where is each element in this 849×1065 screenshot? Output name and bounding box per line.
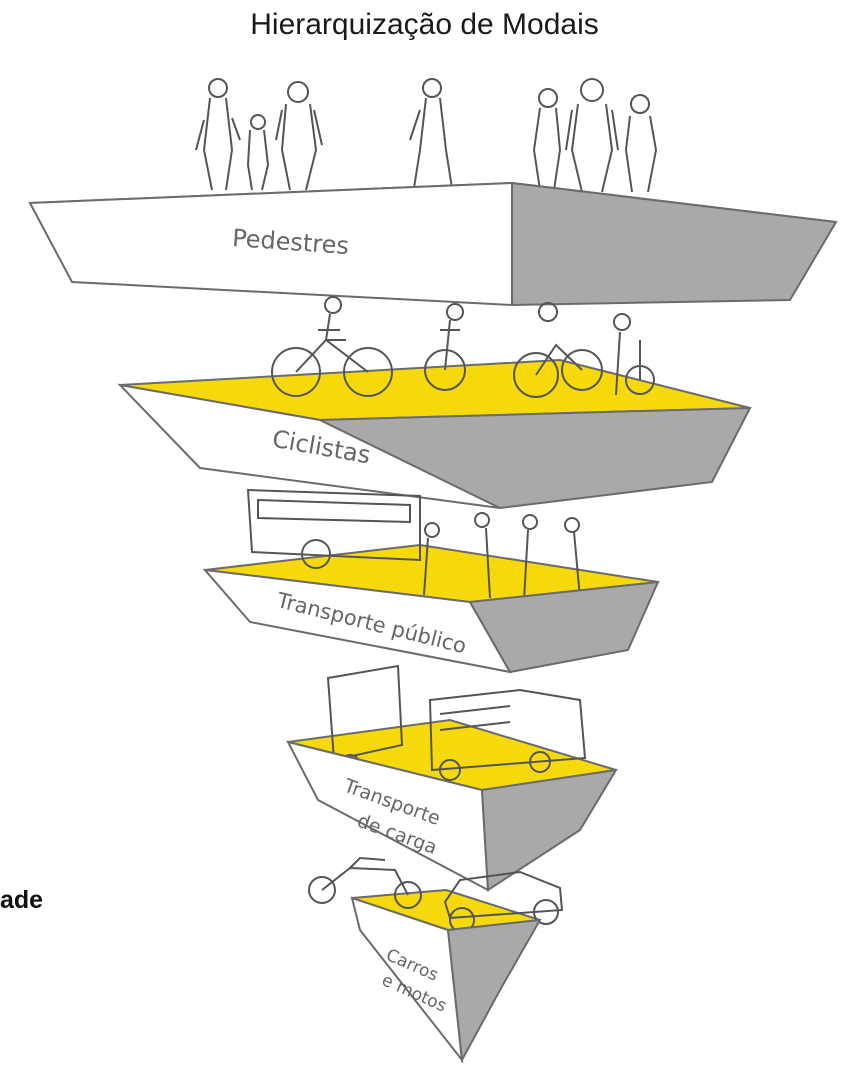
diagram-title: Hierarquização de Modais — [250, 8, 599, 41]
level-ciclistas: Ciclistas — [117, 296, 752, 510]
bus-icon — [246, 488, 581, 601]
level-transporte-publico: Transporte público — [202, 488, 660, 674]
level-transporte-carga: Transporte de carga — [286, 664, 618, 892]
side-label: ade — [0, 886, 44, 914]
level-pedestres: Pedestres — [28, 78, 838, 307]
car-motorcycle-icon — [308, 856, 564, 933]
level-carros-motos: Carros e motos — [308, 856, 564, 1064]
trucks-icon — [326, 664, 587, 781]
pedestrians-icon — [195, 78, 658, 193]
bicycles-icon — [271, 296, 655, 398]
